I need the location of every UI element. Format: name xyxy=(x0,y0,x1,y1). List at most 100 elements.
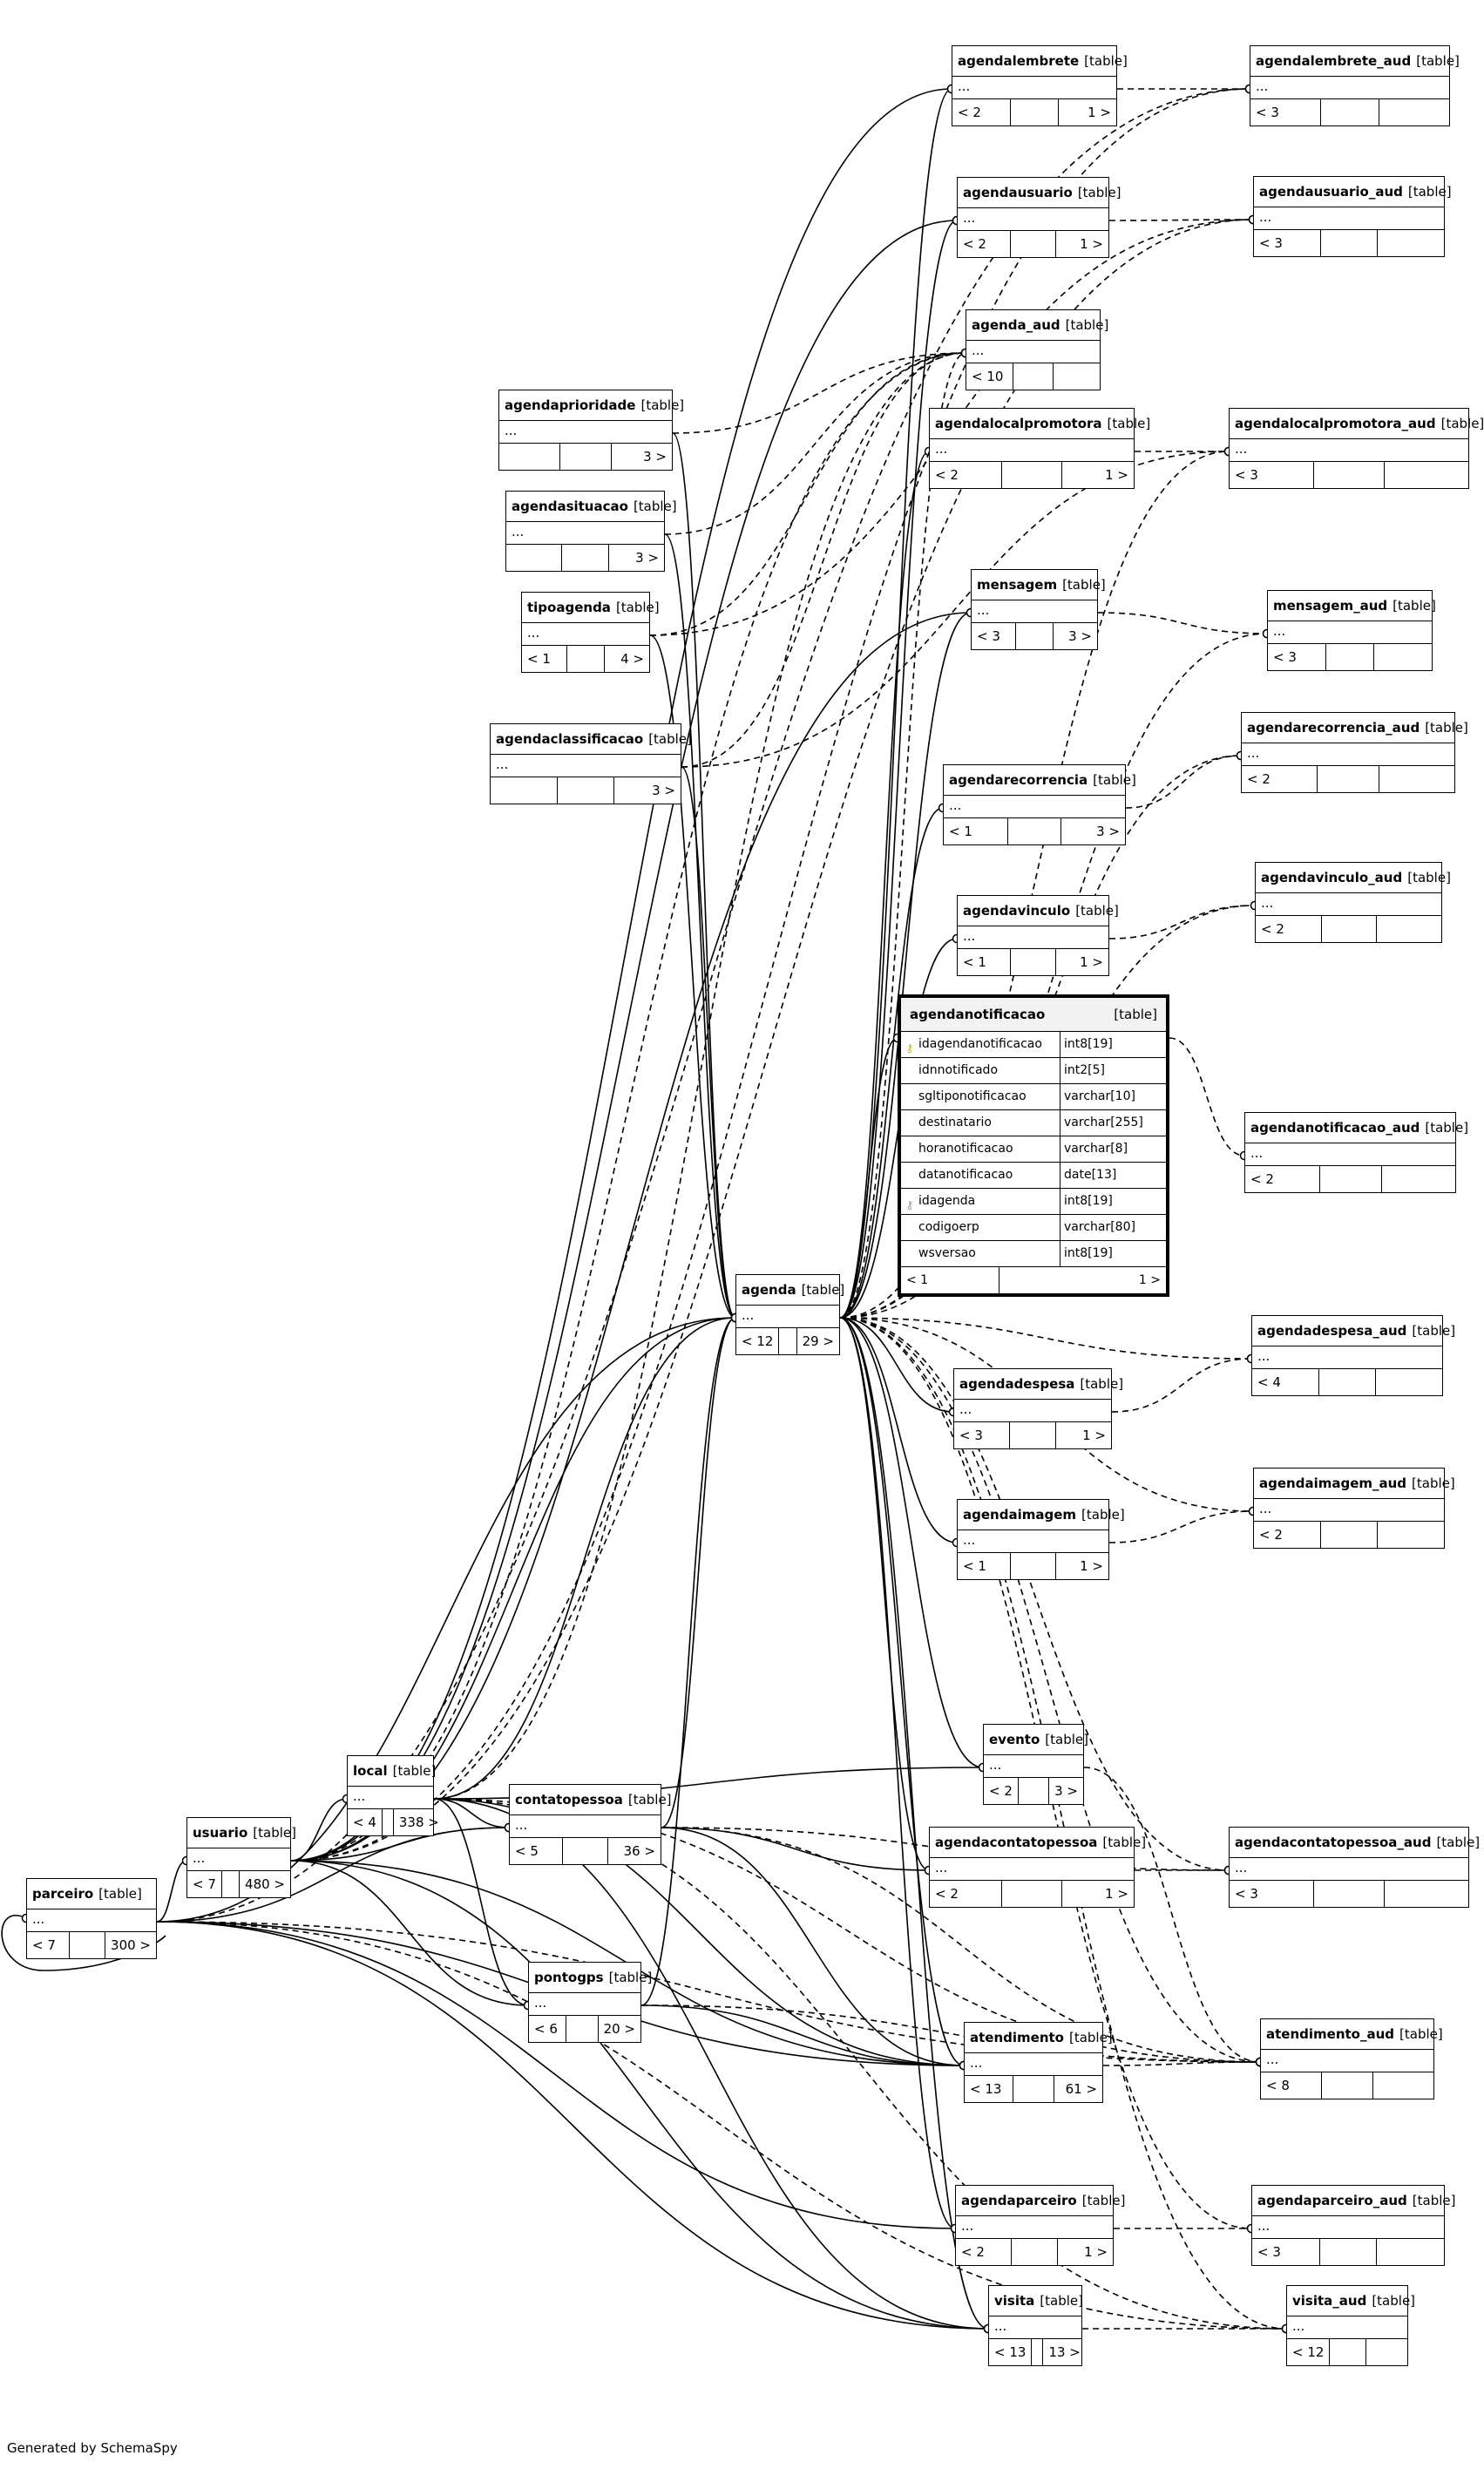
table-name[interactable]: mensagem xyxy=(977,577,1058,593)
child-count[interactable] xyxy=(1054,363,1100,390)
table-name[interactable]: agendarecorrencia_aud xyxy=(1247,720,1420,736)
child-count[interactable]: 3 > xyxy=(1096,824,1121,839)
parent-count[interactable]: < 3 xyxy=(1250,99,1321,125)
parent-count[interactable] xyxy=(491,777,559,804)
child-count[interactable] xyxy=(1382,1166,1456,1192)
parent-count[interactable]: < 1 xyxy=(522,646,567,672)
child-count[interactable] xyxy=(1374,644,1432,670)
table-name[interactable]: agendaprioridade xyxy=(505,397,636,413)
table-atendimento-aud[interactable]: atendimento_aud[table]...< 8 xyxy=(1260,2018,1443,2099)
parent-count[interactable]: < 12 xyxy=(1287,2339,1331,2365)
parent-count[interactable]: < 2 xyxy=(958,231,1012,257)
table-mensagem-aud[interactable]: mensagem_aud[table]...< 3 xyxy=(1267,590,1436,671)
child-count[interactable] xyxy=(1366,2339,1407,2365)
table-name[interactable]: atendimento_aud xyxy=(1266,2026,1395,2042)
parent-count[interactable]: < 13 xyxy=(989,2339,1033,2365)
table-name[interactable]: agendadespesa_aud xyxy=(1257,1323,1407,1339)
table-name[interactable]: agendanotificacao_aud xyxy=(1250,1120,1420,1136)
table-name[interactable]: visita_aud xyxy=(1292,2293,1367,2309)
parent-count[interactable]: < 3 xyxy=(1268,644,1326,670)
parent-count[interactable]: < 1 xyxy=(901,1267,999,1293)
table-name[interactable]: evento xyxy=(989,1732,1040,1747)
table-name[interactable]: agendalocalpromotora xyxy=(935,416,1102,431)
table-name[interactable]: usuario xyxy=(193,1825,248,1841)
table-name[interactable]: agendacontatopessoa xyxy=(935,1835,1098,1850)
table-name[interactable]: agendarecorrencia xyxy=(949,772,1088,788)
table-agendaprioridade[interactable]: agendaprioridade[table]...3 > xyxy=(498,390,684,471)
table-name[interactable]: parceiro xyxy=(32,1886,94,1902)
table-agendanotificacao-aud[interactable]: agendanotificacao_aud[table]...< 2 xyxy=(1244,1112,1468,1193)
table-visita-aud[interactable]: visita_aud[table]...< 12 xyxy=(1286,2285,1415,2366)
parent-count[interactable]: < 2 xyxy=(1242,766,1318,792)
table-agendasituacao[interactable]: agendasituacao[table]...3 > xyxy=(505,491,677,572)
child-count[interactable]: 3 > xyxy=(643,449,667,465)
table-name[interactable]: agendausuario_aud xyxy=(1259,184,1403,200)
parent-count[interactable]: < 7 xyxy=(187,1871,222,1897)
child-count[interactable]: 36 > xyxy=(623,1843,656,1859)
parent-count[interactable]: < 8 xyxy=(1261,2072,1323,2099)
table-name[interactable]: agendanotificacao xyxy=(910,1007,1046,1022)
child-count[interactable] xyxy=(1385,462,1468,488)
child-count[interactable]: 1 > xyxy=(1080,954,1104,970)
table-name[interactable]: agendavinculo xyxy=(963,903,1071,919)
child-count[interactable] xyxy=(1379,99,1449,125)
table-name[interactable]: agendaimagem_aud xyxy=(1259,1475,1407,1491)
parent-count[interactable]: < 10 xyxy=(966,363,1014,390)
child-count[interactable]: 13 > xyxy=(1048,2344,1081,2360)
parent-count[interactable]: < 1 xyxy=(944,818,1008,844)
table-agendadespesa-aud[interactable]: agendadespesa_aud[table]...< 4 xyxy=(1251,1315,1455,1396)
child-count[interactable]: 3 > xyxy=(1054,1783,1078,1799)
table-name[interactable]: agendalocalpromotora_aud xyxy=(1235,416,1436,431)
child-count[interactable]: 1 > xyxy=(1105,1886,1128,1902)
child-count[interactable]: 3 > xyxy=(1068,628,1092,644)
table-agendavinculo-aud[interactable]: agendavinculo_aud[table]...< 2 xyxy=(1255,862,1451,943)
table-name[interactable]: atendimento xyxy=(970,2030,1064,2045)
child-count[interactable]: 1 > xyxy=(1088,105,1112,120)
child-count[interactable]: 1 > xyxy=(1082,1428,1107,1443)
child-count[interactable] xyxy=(1377,916,1442,942)
table-name[interactable]: tipoagenda xyxy=(527,600,611,615)
table-agendaclassificacao[interactable]: agendaclassificacao[table]...3 > xyxy=(490,723,692,804)
table-name[interactable]: agendaparceiro_aud xyxy=(1257,2193,1407,2208)
parent-count[interactable]: < 2 xyxy=(1254,1522,1322,1548)
table-agendanotificacao[interactable]: agendanotificacao[table]⚷idagendanotific… xyxy=(898,994,1169,1297)
table-name[interactable]: agenda_aud xyxy=(972,317,1060,333)
table-agendausuario-aud[interactable]: agendausuario_aud[table]...< 3 xyxy=(1253,176,1452,257)
parent-count[interactable]: < 4 xyxy=(348,1809,383,1835)
child-count[interactable] xyxy=(1378,1522,1444,1548)
child-count[interactable]: 1 > xyxy=(1138,1273,1161,1287)
child-count[interactable]: 29 > xyxy=(802,1333,834,1349)
table-name[interactable]: agendalembrete_aud xyxy=(1256,53,1412,69)
parent-count[interactable]: < 2 xyxy=(930,1881,1002,1907)
child-count[interactable] xyxy=(1373,2072,1433,2099)
table-name[interactable]: local xyxy=(353,1763,388,1779)
child-count[interactable]: 300 > xyxy=(111,1937,151,1953)
child-count[interactable]: 3 > xyxy=(635,550,660,566)
child-count[interactable]: 338 > xyxy=(398,1814,439,1830)
table-name[interactable]: agendavinculo_aud xyxy=(1261,870,1403,885)
child-count[interactable]: 20 > xyxy=(603,2021,635,2037)
parent-count[interactable]: < 3 xyxy=(954,1422,1010,1448)
parent-count[interactable]: < 2 xyxy=(1256,916,1322,942)
table-name[interactable]: agendausuario xyxy=(963,185,1073,200)
parent-count[interactable]: < 3 xyxy=(1252,2239,1320,2265)
table-name[interactable]: agendasituacao xyxy=(512,499,628,514)
